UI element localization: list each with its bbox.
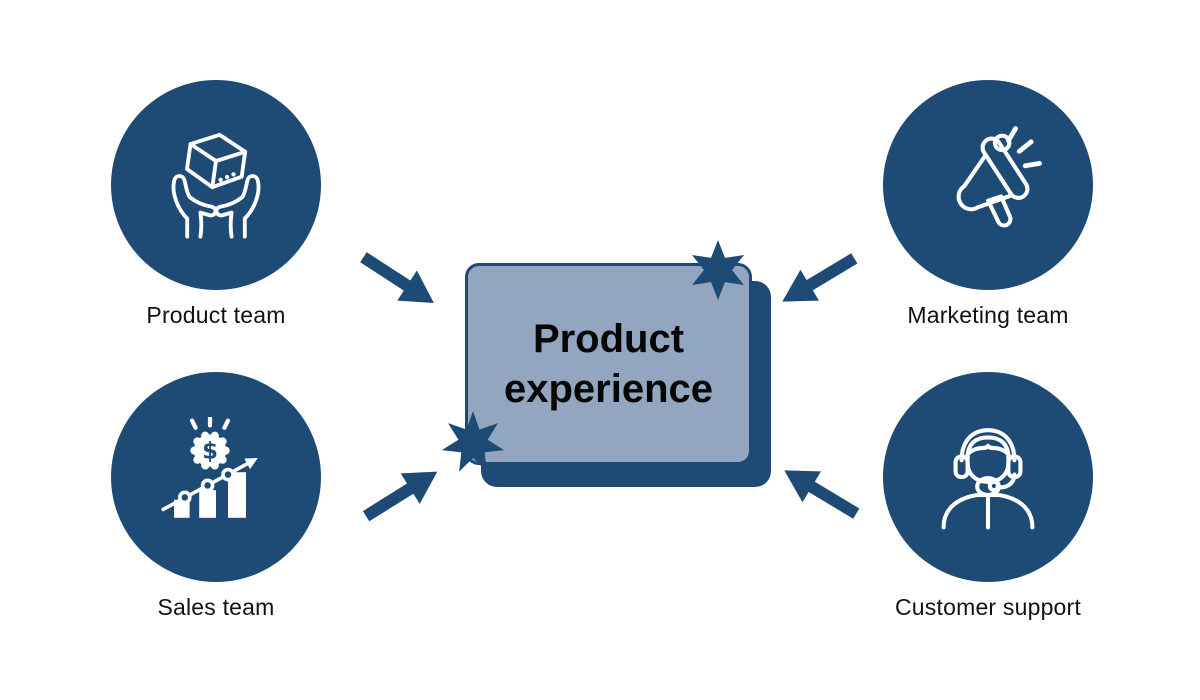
product-team-label: Product team [146, 302, 286, 328]
marketing-team-circle [883, 80, 1093, 290]
panel-title-line-2: experience [503, 367, 714, 411]
dollar-sign-glyph: $ [202, 438, 218, 464]
seven-point-star-icon [441, 411, 505, 472]
arrow-top-right-icon [782, 253, 858, 302]
sales-team-circle: $ [111, 372, 321, 582]
node-product-team: Product team [111, 80, 321, 329]
node-marketing-team: Marketing team [883, 80, 1093, 329]
customer-support-circle [883, 372, 1093, 582]
arrow-top-left-icon [360, 252, 434, 303]
megaphone-icon [956, 126, 1042, 228]
product-team-circle [111, 80, 321, 290]
arrow-bottom-right-icon [784, 470, 860, 519]
arrow-bottom-left-icon [362, 471, 438, 522]
hands-holding-box-icon [171, 132, 261, 239]
product-experience-panel: Product experience [465, 263, 752, 465]
customer-support-label: Customer support [895, 594, 1081, 620]
six-point-star-icon [692, 240, 744, 300]
sales-team-label: Sales team [157, 594, 275, 620]
node-customer-support: Customer support [883, 372, 1093, 621]
support-agent-headset-icon [941, 428, 1035, 530]
node-sales-team: $ Sales team [111, 372, 321, 621]
sales-growth-chart-icon: $ [161, 417, 258, 518]
marketing-team-label: Marketing team [907, 302, 1069, 328]
panel-title-line-1: Product [532, 316, 685, 361]
